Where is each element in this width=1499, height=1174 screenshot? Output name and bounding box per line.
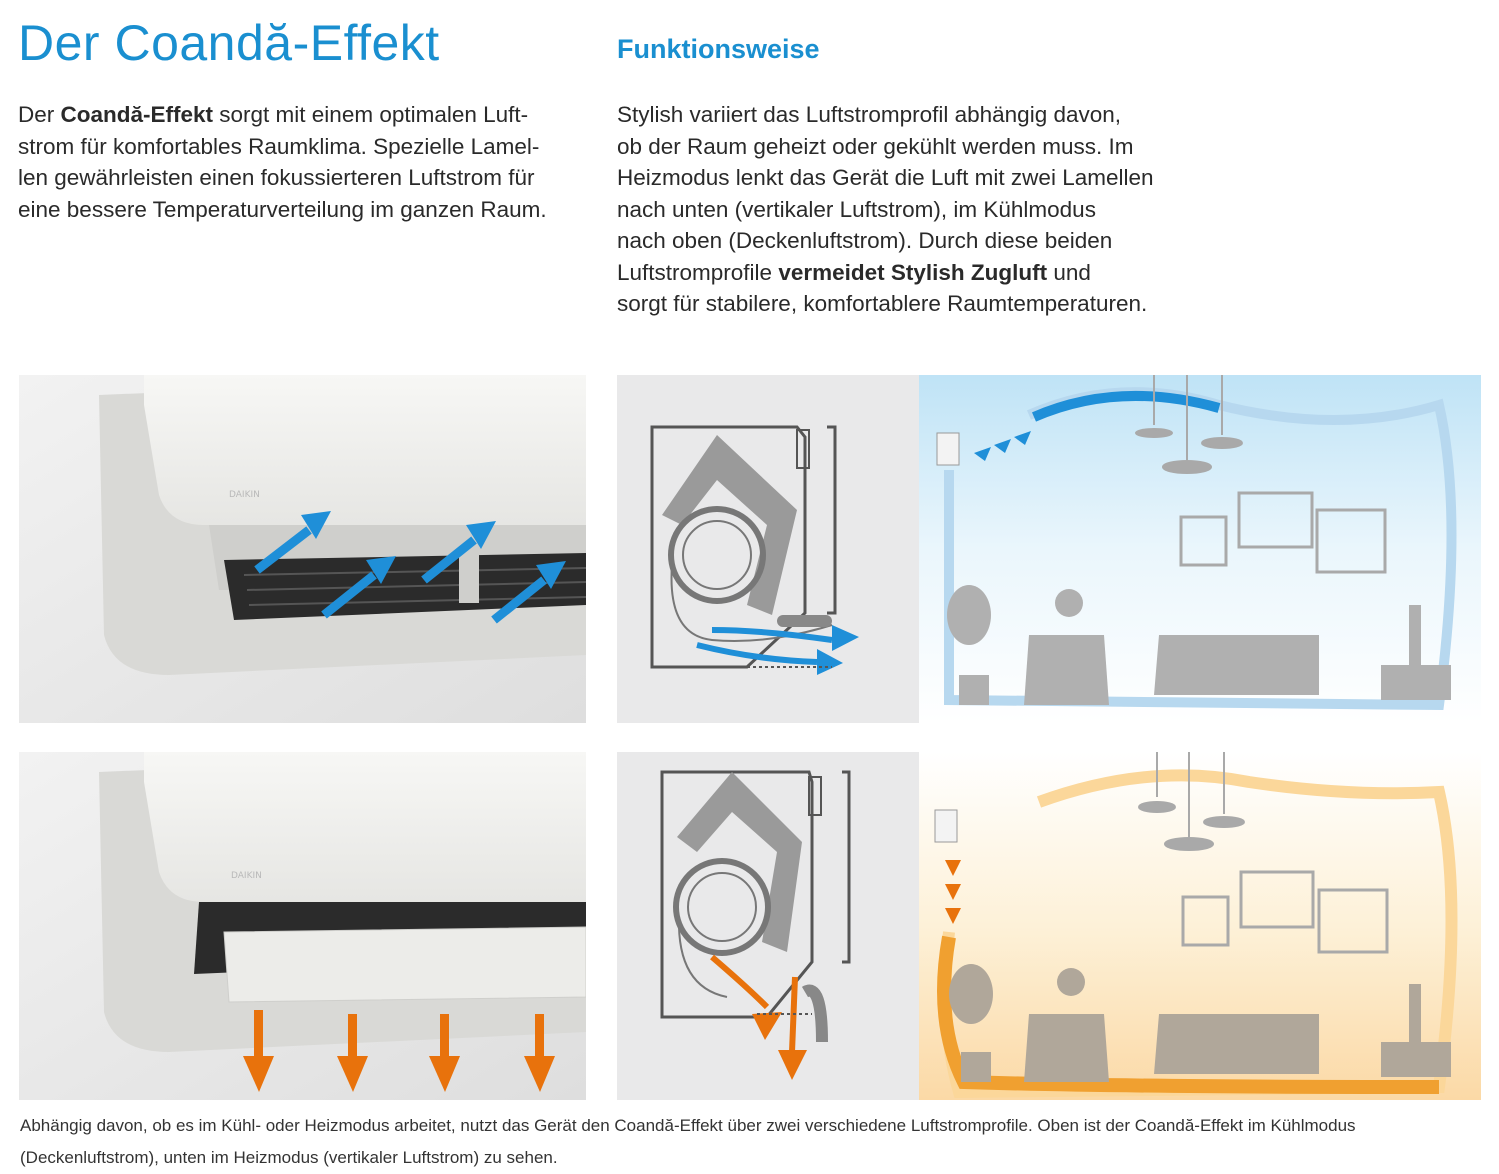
intro-right-line1: Stylish variiert das Luftstromprofil abh… [617,102,1122,127]
room-illustration-heating [919,752,1481,1100]
ac-unit-cooling-illustration: DAIKIN [19,375,586,723]
intro-right-line2: ob der Raum geheizt oder gekühlt werden … [617,133,1134,159]
intro-right-line7: sorgt für stabilere, komfortablere Raumt… [617,291,1148,316]
daikin-logo-heating: DAIKIN [231,871,262,881]
diagram-section-heating [617,752,919,1100]
caption-line1: Abhängig davon, ob es im Kühl- oder Heiz… [20,1116,1356,1135]
room-heating-illustration [919,752,1481,1100]
intro-right-line3: Heizmodus lenkt das Gerät die Luft mit z… [617,165,1154,190]
airflow-down-arrows [243,1010,555,1092]
intro-right-line6a: Luftstromprofile [617,259,779,285]
diagram-section-cooling [617,375,919,723]
room-illustration-cooling [919,375,1481,723]
photo-ac-unit-cooling: DAIKIN [19,375,586,723]
airflow-up-arrows [254,511,566,624]
intro-right-line5: nach oben (Deckenluftstrom). Durch diese… [617,228,1113,253]
room-cooling-illustration [919,375,1481,723]
intro-right-line4: nach unten (vertikaler Luftstrom), im Kü… [617,196,1096,222]
intro-paragraph-right: Stylish variiert das Luftstromprofil abh… [617,99,1217,320]
daikin-logo: DAIKIN [229,490,260,500]
photo-ac-unit-heating: DAIKIN [19,752,586,1100]
section-title-funktionsweise: Funktionsweise [617,34,820,64]
intro-left-lead: Der [18,102,61,127]
page-title: Der Coandă-Effekt [18,15,440,71]
intro-left-line2: strom für komfortables Raumklima. Spezie… [18,133,540,159]
ac-unit-heating-illustration: DAIKIN [19,752,586,1100]
cross-section-cooling-illustration [617,375,919,723]
intro-right-bold: vermeidet Stylish Zugluft [778,259,1048,285]
cross-section-heating-illustration [617,752,919,1100]
intro-left-line4: eine bessere Temperaturverteilung im gan… [18,196,547,222]
intro-left-bold: Coandă-Effekt [60,102,214,127]
intro-paragraph-left: Der Coandă-Effekt sorgt mit einem optima… [18,99,593,225]
caption-line2: (Deckenluftstrom), unten im Heizmodus (v… [20,1148,558,1167]
intro-left-line1: sorgt mit einem optimalen Luft- [213,102,529,127]
intro-right-line6c: und [1047,259,1091,285]
figure-caption: Abhängig davon, ob es im Kühl- oder Heiz… [20,1110,1485,1174]
intro-left-line3: len gewährleisten einen fokussierteren L… [18,165,535,190]
